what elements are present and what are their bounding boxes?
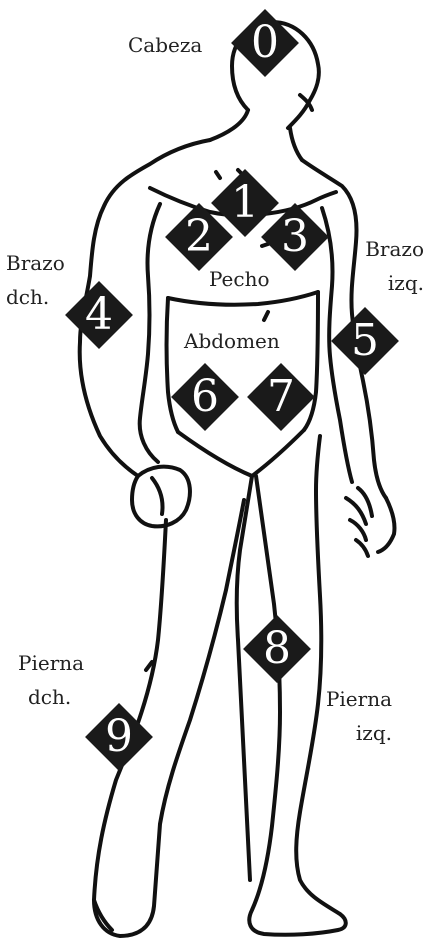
marker-number: 8: [242, 614, 312, 684]
marker-number: 0: [230, 8, 300, 78]
marker-7-left-abdomen: 7: [246, 362, 316, 432]
label-left-arm-line1: Brazo: [356, 238, 424, 260]
marker-number: 5: [330, 306, 400, 376]
label-head: Cabeza: [128, 34, 202, 56]
marker-number: 7: [246, 362, 316, 432]
marker-number: 6: [170, 362, 240, 432]
marker-4-right-arm: 4: [64, 280, 134, 350]
marker-9-right-leg: 9: [84, 702, 154, 772]
marker-5-left-arm: 5: [330, 306, 400, 376]
label-right-arm-line1: Brazo: [6, 252, 65, 274]
label-right-arm-line2: dch.: [6, 286, 49, 308]
marker-number: 3: [260, 202, 330, 272]
marker-6-right-abdomen: 6: [170, 362, 240, 432]
label-right-leg-line2: dch.: [28, 686, 71, 708]
marker-0-head: 0: [230, 8, 300, 78]
marker-8-left-leg: 8: [242, 614, 312, 684]
label-left-leg-line1: Pierna: [300, 688, 392, 710]
marker-number: 4: [64, 280, 134, 350]
label-abdomen: Abdomen: [184, 330, 280, 352]
marker-2-right-chest: 2: [164, 202, 234, 272]
label-right-leg-line1: Pierna: [18, 652, 84, 674]
label-left-leg-line2: izq.: [300, 722, 392, 744]
marker-3-left-chest: 3: [260, 202, 330, 272]
marker-number: 9: [84, 702, 154, 772]
label-left-arm-line2: izq.: [356, 272, 424, 294]
marker-number: 2: [164, 202, 234, 272]
